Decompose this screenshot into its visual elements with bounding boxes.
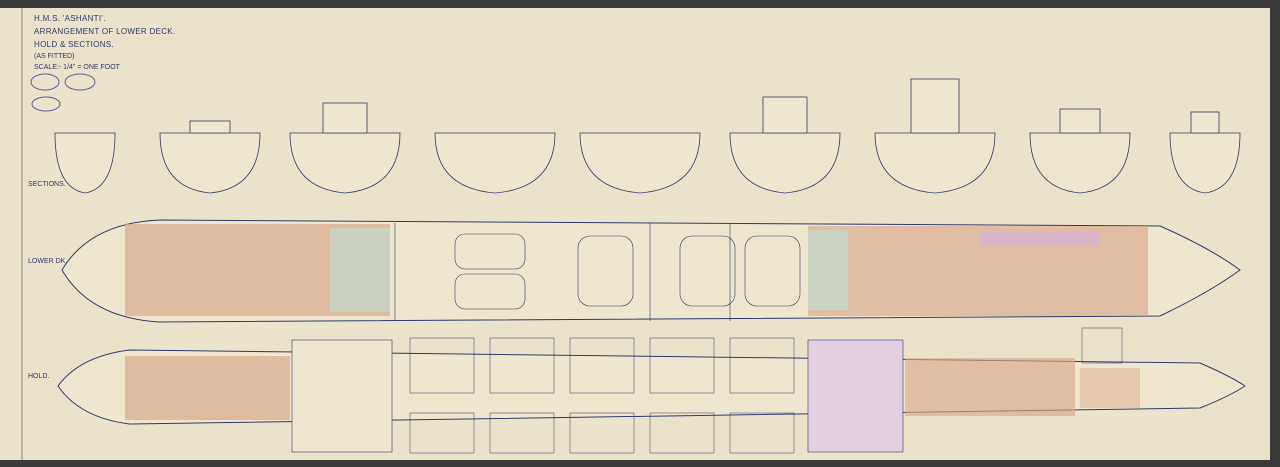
plan-drawing [21,8,1246,460]
compartment-tables [409,337,795,454]
compartment-table [489,412,555,454]
section-hull [729,132,841,194]
title-line2: HOLD & SECTIONS. [34,40,114,49]
compartment-table [649,412,715,454]
label-hold: HOLD. [28,373,50,380]
section-hull [159,132,261,194]
section-superstructure [1190,111,1220,134]
compartment-table [729,337,795,394]
label-sections: SECTIONS. [28,181,66,188]
section-hull [434,132,556,194]
title-line1: ARRANGEMENT OF LOWER DECK. [34,27,176,36]
section-hull [579,132,701,194]
cross-sections [54,78,1241,194]
lower-deck-plan [61,219,1241,323]
compartment-table [569,412,635,454]
compartment-table [489,337,555,394]
stamps [30,73,96,112]
section-hull [289,132,401,194]
compartment-table [409,412,475,454]
hold-plan [57,327,1246,453]
compartment-table [569,337,635,394]
title-scale: SCALE:- 1/4" = ONE FOOT [34,64,120,71]
compartment-table [729,412,795,454]
section-superstructure [322,102,368,134]
section-hull [874,132,996,194]
title-ship: H.M.S. 'ASHANTI'. [34,14,106,23]
section-superstructure [1059,108,1101,134]
section-superstructure [189,120,231,134]
compartment-table [649,337,715,394]
section-hull [54,132,116,194]
section-superstructure [910,78,960,134]
section-hull [1029,132,1131,194]
compartment-table [409,337,475,394]
label-lower-deck: LOWER DK. [28,258,68,265]
ship-plan-sheet: H.M.S. 'ASHANTI'. ARRANGEMENT OF LOWER D… [0,8,1270,460]
section-superstructure [762,96,808,134]
title-status: (AS FITTED) [34,53,75,60]
section-hull [1169,132,1241,194]
